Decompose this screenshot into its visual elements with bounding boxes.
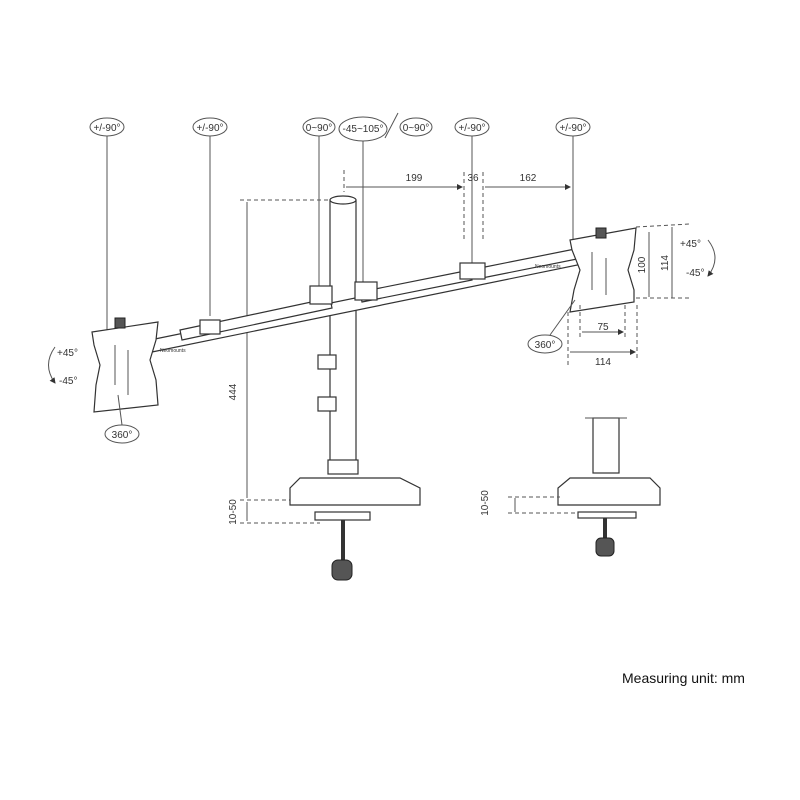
dim-vesa-114-v: 114 (660, 255, 671, 271)
dim-desk-thickness: 10-50 (228, 499, 239, 525)
rotation-label: -45~105° (338, 116, 388, 285)
divider-slash (384, 112, 399, 139)
brand-label: Neomounts (160, 348, 186, 354)
dim-arm-2: 36 (467, 173, 479, 184)
tilt-right-up: +45° (680, 239, 701, 250)
pole-height-dimension: 444 10-50 (228, 199, 330, 525)
clamp-knob (331, 559, 353, 581)
cable-clip (317, 396, 337, 412)
arm-dimensions: 199 36 162 (343, 170, 571, 240)
brand-label: Neomounts (535, 264, 561, 270)
rotation-label-text: +/-90° (196, 123, 223, 134)
cable-clip (317, 354, 337, 370)
left-vesa-plate: Neomounts +45° -45° 360° (48, 317, 186, 444)
rotation-labels: +/-90° +/-90° 0~90° -45~105° 0~90° +/-90… (89, 112, 591, 330)
rotation-label-text: 0~90° (403, 123, 430, 134)
rotation-label: +/-90° (192, 117, 228, 316)
rotate-left: 360° (112, 430, 133, 441)
rotation-label-text: 0~90° (306, 123, 333, 134)
rotation-label: +/-90° (555, 117, 591, 240)
rotation-label-text: +/-90° (458, 123, 485, 134)
dim-pole-height: 444 (228, 383, 239, 400)
rotate-right: 360° (535, 340, 556, 351)
dim-desk-thickness-detail: 10-50 (480, 490, 491, 516)
dim-vesa-100: 100 (637, 256, 648, 273)
tilt-left-up: +45° (57, 348, 78, 359)
measuring-unit-note: Measuring unit: mm (622, 670, 745, 686)
arms (149, 247, 593, 353)
right-vesa-plate: Neomounts 100 114 +45° -45° 75 114 360° (527, 223, 716, 368)
dim-arm-3: 162 (520, 173, 537, 184)
rotation-label: +/-90° (89, 117, 125, 330)
pole-assembly (289, 195, 421, 581)
clamp-detail: 10-50 (480, 417, 661, 557)
tilt-left-down: -45° (59, 376, 77, 387)
rotation-label: +/-90° (454, 117, 490, 266)
rotation-label-text: +/-90° (93, 123, 120, 134)
dim-arm-1: 199 (406, 173, 423, 184)
rotation-label-text: +/-90° (559, 123, 586, 134)
tilt-right-down: -45° (686, 268, 704, 279)
base (289, 477, 421, 506)
dim-vesa-114-h: 114 (595, 357, 611, 368)
rotation-label: 0~90° (302, 117, 336, 292)
clamp-plate (314, 511, 371, 521)
dim-vesa-75: 75 (597, 322, 609, 333)
rotation-label: 0~90° (399, 117, 433, 137)
rotation-label-text: -45~105° (343, 124, 384, 135)
